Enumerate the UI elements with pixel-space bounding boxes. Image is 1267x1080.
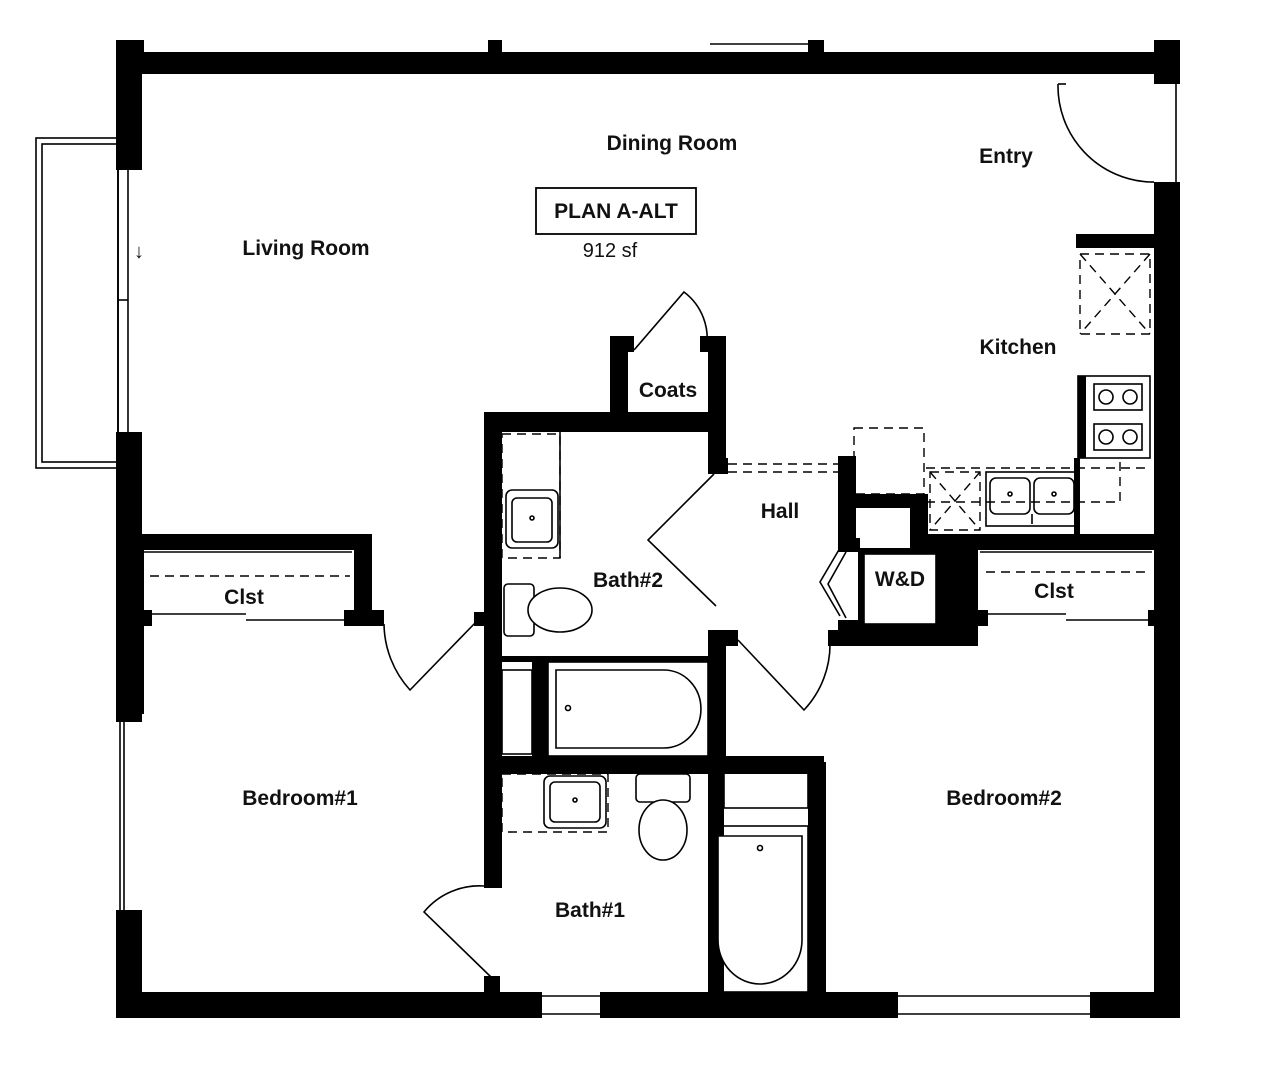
room-label-coats: Coats: [639, 379, 697, 402]
top-right-post: [1154, 40, 1180, 84]
room-label-bedroom1: Bedroom#1: [242, 787, 358, 810]
room-label-bedroom2: Bedroom#2: [946, 787, 1062, 810]
bath1-fixtures: [501, 765, 809, 993]
washer-dryer-unit: [858, 548, 942, 630]
windows: [119, 84, 1177, 1018]
room-label-hall: Hall: [761, 500, 800, 523]
room-label-entry: Entry: [979, 145, 1033, 168]
interior-walls: [116, 290, 1178, 998]
right-wall: [1154, 182, 1180, 1018]
plan-name: PLAN A-ALT: [554, 200, 678, 223]
kitchen-fixtures: [853, 234, 1154, 534]
entry-door: [1057, 83, 1154, 183]
room-label-bath2: Bath#2: [593, 569, 663, 592]
room-label-kitchen: Kitchen: [979, 336, 1056, 359]
room-label-living-room: Living Room: [242, 237, 369, 260]
room-label-dining-room: Dining Room: [607, 132, 738, 155]
closet-shelves: [144, 551, 1152, 621]
top-post: [488, 40, 502, 54]
room-label-closet2: Clst: [1034, 580, 1074, 603]
top-post: [808, 40, 824, 54]
balcony-slider: [35, 137, 129, 469]
plan-area: 912 sf: [583, 240, 638, 262]
arrow-symbol: ↓: [134, 241, 144, 263]
exterior-walls: [116, 40, 1180, 1018]
bath2-fixtures: [501, 432, 709, 757]
left-wall-upper: [116, 52, 142, 170]
room-label-bath1: Bath#1: [555, 899, 625, 922]
range-burners: [1093, 383, 1143, 451]
top-wall: [116, 52, 1180, 74]
doors: [383, 463, 847, 979]
room-label-wd: W&D: [875, 568, 925, 591]
room-label-closet1: Clst: [224, 586, 264, 609]
plan-badge: [535, 187, 697, 235]
